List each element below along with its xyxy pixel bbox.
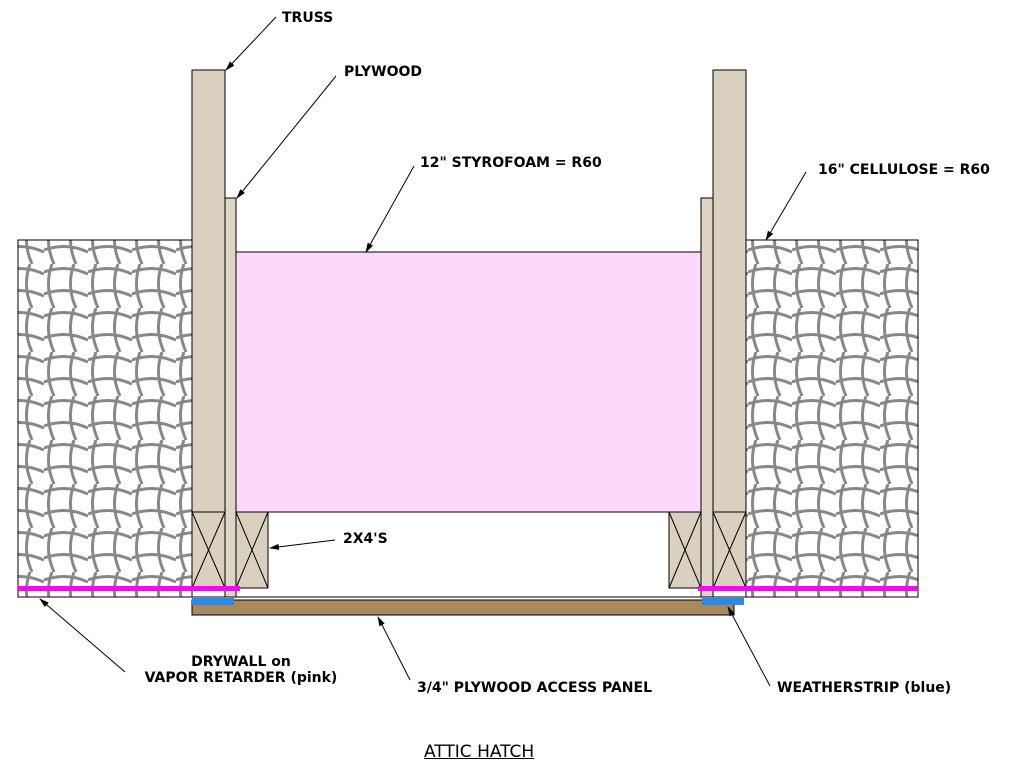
weatherstrip-right [702,598,744,605]
label-drywall-line2: VAPOR RETARDER (pink) [144,670,338,686]
styrofoam [235,251,702,513]
two-by-four-blocks [191,511,747,589]
access-panel [191,599,735,616]
truss-right [712,69,747,589]
cellulose-right [745,239,919,598]
label-truss: TRUSS [282,10,334,26]
label-plywood: PLYWOOD [344,64,423,80]
cellulose-left [17,239,193,598]
leader-arrows [39,16,807,687]
diagram-title: ATTIC HATCH [424,742,535,762]
plywood-left [224,197,237,598]
label-drywall: DRYWALL on VAPOR RETARDER (pink) [130,654,352,686]
label-cellulose: 16" CELLULOSE = R60 [818,162,990,178]
label-styrofoam: 12" STYROFOAM = R60 [420,155,602,171]
weatherstrip-left [192,598,234,605]
truss-left [191,69,226,589]
vapor-retarder-right [698,586,918,591]
plywood-right [700,197,714,598]
label-drywall-line1: DRYWALL on [191,654,291,670]
label-access-panel: 3/4" PLYWOOD ACCESS PANEL [417,680,653,696]
vapor-retarder-left [18,586,240,591]
label-weatherstrip: WEATHERSTRIP (blue) [777,680,952,696]
label-2x4s: 2X4'S [343,531,388,547]
